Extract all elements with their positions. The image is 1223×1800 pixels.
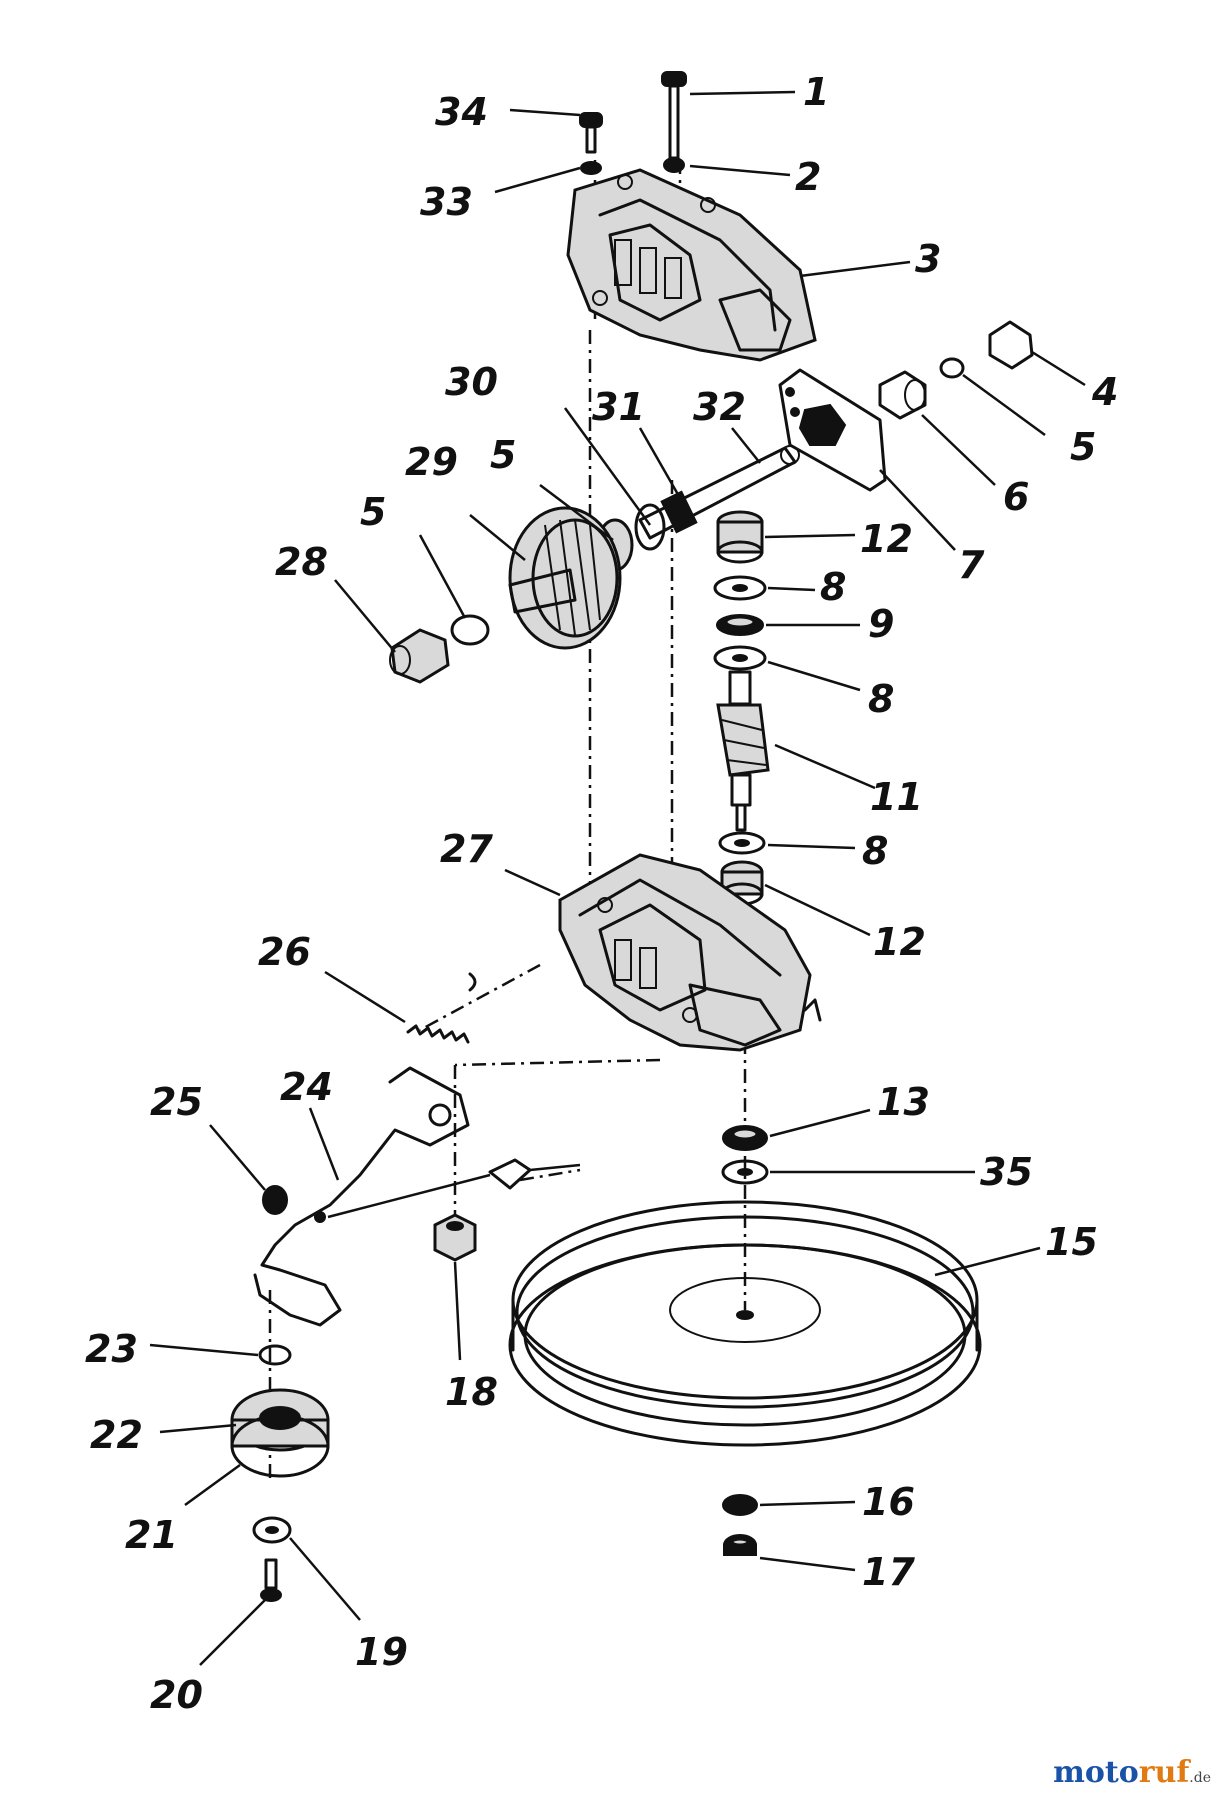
upper-housing-part-3 bbox=[566, 168, 817, 362]
motoruf-watermark: motoruf.de bbox=[1053, 1755, 1211, 1790]
spring-part-26 bbox=[406, 972, 477, 1044]
washer-part-5-left bbox=[450, 614, 490, 646]
shift-lever-part-24 bbox=[253, 1066, 581, 1327]
label-4: 4 bbox=[1091, 370, 1118, 414]
screw-part-34 bbox=[579, 112, 603, 154]
spacer-part-23 bbox=[258, 1344, 292, 1366]
label-17: 17 bbox=[862, 1550, 915, 1594]
label-7: 7 bbox=[958, 543, 985, 587]
bushing-part-12-top bbox=[716, 510, 764, 564]
collar-part-30 bbox=[634, 503, 666, 551]
label-15: 15 bbox=[1045, 1220, 1098, 1264]
label-23: 23 bbox=[85, 1327, 138, 1371]
worm-shaft-part-11 bbox=[716, 670, 770, 832]
label-5-middle: 5 bbox=[490, 433, 516, 477]
label-35: 35 bbox=[980, 1150, 1033, 1194]
label-27: 27 bbox=[440, 827, 493, 871]
label-28: 28 bbox=[275, 540, 328, 584]
idler-pulley-part-22 bbox=[230, 1388, 330, 1478]
label-22: 22 bbox=[90, 1413, 143, 1457]
cap-part-4 bbox=[988, 320, 1034, 370]
assembly-center-lines bbox=[268, 160, 747, 1480]
label-5-right: 5 bbox=[1070, 425, 1096, 469]
label-32: 32 bbox=[693, 385, 746, 429]
nut-part-25 bbox=[262, 1185, 288, 1215]
label-20: 20 bbox=[150, 1673, 203, 1717]
label-8-a: 8 bbox=[820, 565, 846, 609]
part-number-labels: 1 2 3 4 5 5 6 7 8 9 8 11 8 12 12 13 35 1… bbox=[85, 70, 1118, 1717]
bolt-part-1 bbox=[661, 71, 687, 160]
spacer-part-18 bbox=[433, 1213, 477, 1262]
worm-gear-part-29 bbox=[508, 506, 622, 650]
label-24: 24 bbox=[280, 1065, 333, 1109]
washer-part-33 bbox=[580, 161, 602, 175]
label-13: 13 bbox=[877, 1080, 930, 1124]
label-3: 3 bbox=[915, 237, 941, 281]
label-31: 31 bbox=[592, 385, 645, 429]
bushing-part-12-bottom bbox=[720, 860, 764, 906]
washer-part-2 bbox=[663, 157, 685, 173]
label-12-bottom: 12 bbox=[873, 920, 926, 964]
label-30: 30 bbox=[445, 360, 498, 404]
washer-part-8-b bbox=[713, 645, 767, 671]
leader-lines bbox=[149, 90, 1086, 1666]
shaft-part-32 bbox=[638, 445, 800, 540]
label-8-c: 8 bbox=[862, 829, 888, 873]
label-18: 18 bbox=[445, 1370, 498, 1414]
spring-part-9 bbox=[716, 614, 764, 636]
washer-part-19 bbox=[252, 1516, 292, 1544]
label-6: 6 bbox=[1003, 475, 1029, 519]
pulley-part-15 bbox=[508, 1200, 982, 1447]
nut-part-17 bbox=[723, 1534, 757, 1556]
label-26: 26 bbox=[258, 930, 311, 974]
washer-part-16 bbox=[722, 1494, 758, 1516]
label-16: 16 bbox=[862, 1480, 915, 1524]
label-29: 29 bbox=[405, 440, 458, 484]
washer-part-8-a bbox=[713, 575, 767, 601]
bushing-part-6 bbox=[878, 370, 927, 420]
washer-part-35 bbox=[721, 1159, 769, 1185]
washer-part-13 bbox=[722, 1125, 768, 1151]
label-21: 21 bbox=[125, 1513, 178, 1557]
label-5-left: 5 bbox=[360, 490, 386, 534]
watermark-part-b: ruf bbox=[1138, 1755, 1190, 1790]
washer-part-8-c bbox=[718, 831, 766, 855]
label-11: 11 bbox=[870, 775, 923, 819]
bracket-plate-part-7 bbox=[778, 368, 887, 492]
washer-part-5-right bbox=[939, 357, 965, 379]
label-34: 34 bbox=[435, 90, 488, 134]
label-19: 19 bbox=[355, 1630, 408, 1674]
label-25: 25 bbox=[150, 1080, 203, 1124]
label-9: 9 bbox=[868, 602, 894, 646]
bolt-part-20 bbox=[260, 1558, 282, 1602]
watermark-part-a: moto bbox=[1053, 1755, 1139, 1790]
label-1: 1 bbox=[803, 70, 829, 114]
lower-housing-part-27 bbox=[558, 853, 822, 1052]
label-12-top: 12 bbox=[860, 517, 913, 561]
label-33: 33 bbox=[420, 180, 473, 224]
label-8-b: 8 bbox=[868, 677, 894, 721]
collar-part-31 bbox=[660, 490, 698, 534]
label-2: 2 bbox=[795, 155, 821, 199]
bushing-part-28 bbox=[389, 628, 450, 684]
watermark-part-c: .de bbox=[1189, 1770, 1211, 1786]
